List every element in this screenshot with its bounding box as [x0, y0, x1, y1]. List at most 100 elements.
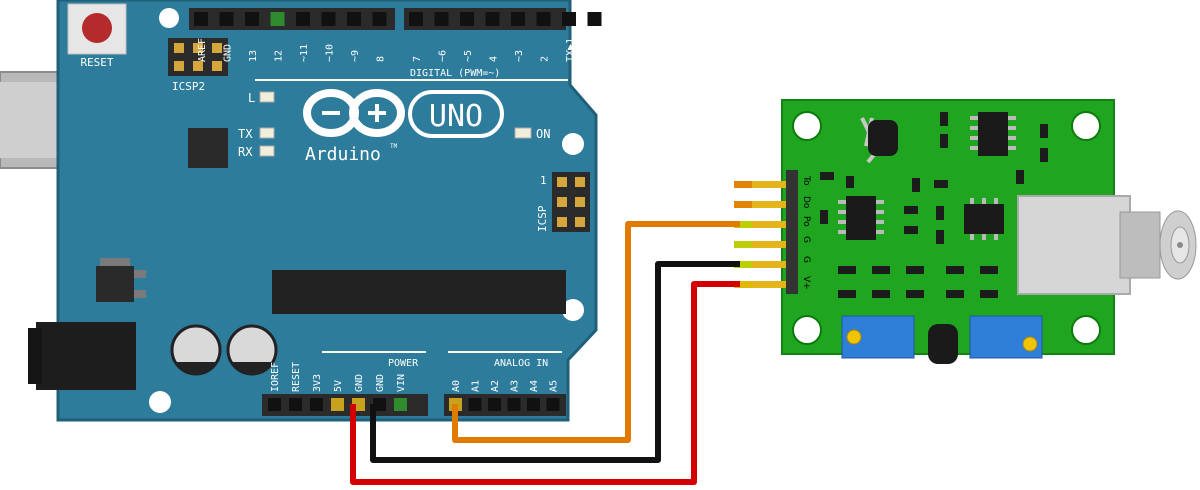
sensor-pin-label: Do — [801, 196, 811, 209]
sensor-pin-tip — [734, 261, 752, 268]
digital-pin-label: GND — [223, 44, 234, 62]
analog-pin-label: A1 — [471, 380, 482, 392]
digital-pin — [434, 12, 449, 26]
power-pin-label: GND — [375, 374, 386, 392]
digital-pin-label: 8 — [376, 56, 387, 62]
trademark-text: TM — [390, 143, 398, 150]
digital-pin — [511, 12, 525, 26]
power-pin — [331, 398, 344, 411]
ic-chip — [838, 196, 884, 240]
mounting-hole — [1071, 111, 1101, 141]
wires — [350, 221, 740, 485]
capacitor — [170, 324, 222, 376]
power-pin-label: 5V — [333, 380, 344, 392]
sensor-pin-tip — [734, 181, 752, 188]
digital-pin — [485, 12, 500, 26]
brand-text: Arduino — [305, 144, 381, 165]
analog-pin — [546, 398, 560, 411]
digital-pin — [296, 12, 310, 26]
led-rx — [259, 145, 275, 157]
sensor-pin-tip — [734, 221, 752, 228]
smd-part — [980, 290, 998, 298]
arduino-logo — [303, 89, 504, 138]
sensor-pin-label: V+ — [801, 276, 811, 290]
smd-part — [946, 266, 964, 274]
led-rx-label: RX — [238, 145, 253, 159]
temperature-sensor — [928, 324, 958, 364]
sensor-pin-label: To — [801, 175, 811, 186]
ic-chip — [964, 198, 1004, 240]
microcontroller-chip — [272, 270, 566, 314]
digital-pin-label: AREF — [197, 38, 208, 62]
mounting-hole — [792, 111, 822, 141]
power-pin-label: VIN — [396, 374, 407, 392]
smd-part — [904, 226, 918, 234]
smd-part — [906, 290, 924, 298]
sensor-pin-label: Po — [801, 216, 811, 227]
smd-part — [838, 266, 856, 274]
digital-pin-label: ~11 — [299, 44, 310, 62]
digital-pin — [460, 12, 474, 26]
on-label: ON — [536, 127, 550, 141]
icsp2-label: ICSP2 — [172, 80, 205, 93]
led-tx-label: TX — [238, 127, 253, 141]
digital-pin-label: ~9 — [350, 50, 361, 62]
digital-title: DIGITAL (PWM=~) — [410, 68, 500, 79]
digital-pin-label: ~3 — [514, 50, 525, 62]
digital-pin-label: ~10 — [325, 44, 336, 62]
led-tx — [259, 127, 275, 139]
digital-pin-label: TX▶1 — [565, 38, 576, 62]
analog-title: ANALOG IN — [494, 358, 548, 369]
analog-pin-label: A0 — [451, 380, 462, 392]
sensor-pin — [734, 181, 786, 188]
digital-pin-label: ~6 — [438, 50, 449, 62]
power-pin-label: RESET — [291, 362, 302, 392]
potentiometer[interactable] — [969, 315, 1043, 359]
digital-pin — [536, 12, 551, 26]
smd-components — [820, 112, 1048, 298]
led-l-label: L — [248, 91, 255, 105]
uno-logo-text: UNO — [429, 99, 483, 134]
smd-part — [872, 266, 890, 274]
analog-pin-label: A4 — [529, 380, 540, 392]
analog-pin-label: A2 — [490, 380, 501, 392]
analog-pin-label: A3 — [510, 380, 521, 392]
digital-pin — [219, 12, 234, 26]
wire-5v — [350, 281, 740, 485]
smd-part — [980, 266, 998, 274]
mounting-hole — [792, 315, 822, 345]
sensor-pin — [734, 281, 786, 288]
analog-pin-label: A5 — [549, 380, 560, 392]
analog-pin — [507, 398, 521, 411]
smd-part — [936, 206, 944, 220]
power-pin — [289, 398, 302, 411]
board-pcb — [56, 0, 598, 422]
sensor-pin-tip — [734, 281, 752, 288]
digital-pin — [372, 12, 387, 26]
smd-part — [940, 134, 948, 148]
smd-part — [1040, 124, 1048, 138]
digital-pin — [321, 12, 336, 26]
icsp-pin1-label: 1 — [540, 174, 547, 187]
icsp-label: ICSP — [536, 205, 549, 232]
digital-pin — [562, 12, 576, 26]
reset-button[interactable] — [67, 3, 127, 55]
potentiometer[interactable] — [841, 315, 915, 359]
smd-part — [872, 290, 890, 298]
sensor-pin-label: G — [801, 236, 811, 243]
voltage-regulator — [96, 258, 146, 302]
digital-pin-label: RX◀0 — [591, 38, 602, 62]
wire-signal-po-a0 — [452, 221, 740, 443]
digital-pin-label: 7 — [412, 56, 423, 62]
power-pin-label: IOREF — [270, 362, 281, 392]
digital-pin — [194, 12, 208, 26]
smd-part — [946, 290, 964, 298]
digital-pin-label: ~5 — [463, 50, 474, 62]
digital-pin-label: 2 — [540, 56, 551, 62]
smd-part — [846, 176, 854, 188]
sensor-pin-header — [786, 170, 798, 294]
dc-power-jack — [28, 322, 136, 390]
smd-part — [912, 178, 920, 192]
smd-part — [936, 230, 944, 244]
